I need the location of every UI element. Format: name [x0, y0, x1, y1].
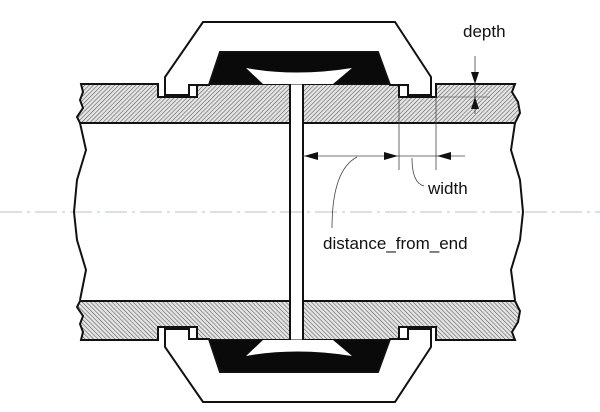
leader-distance: [331, 156, 358, 229]
arrowhead-icon: [437, 152, 451, 160]
arrowhead-icon: [304, 152, 318, 160]
pipe-break-left: [72, 122, 88, 301]
coupling-housing: [164, 21, 432, 96]
label-distance-from-end: distance_from_end: [323, 234, 468, 253]
arrowhead-icon: [471, 97, 479, 109]
pipe-wall-right: [302, 83, 522, 124]
coupling-half-top: [75, 21, 522, 124]
arrowhead-icon: [471, 72, 479, 84]
arrowhead-icon: [384, 152, 398, 160]
label-depth: depth: [463, 22, 506, 41]
leader-width: [411, 157, 425, 187]
label-width: width: [427, 179, 468, 198]
pipe-stop: [246, 68, 352, 84]
pipe-break-right: [509, 122, 525, 301]
